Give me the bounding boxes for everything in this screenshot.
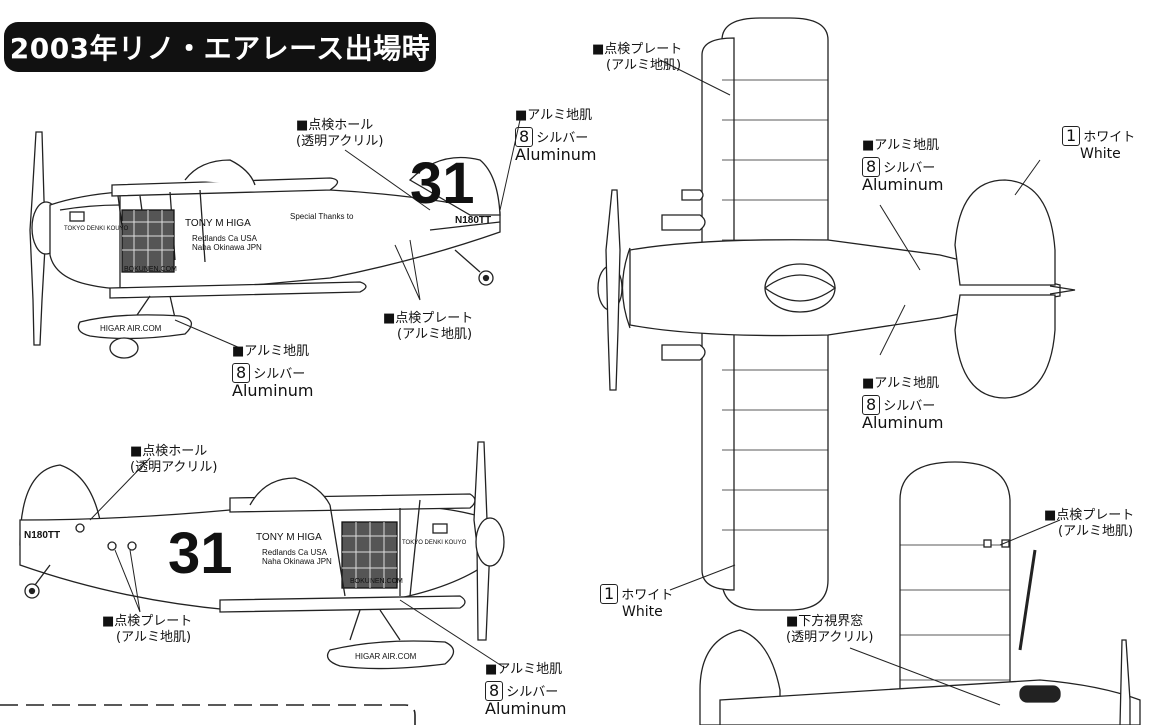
title-badge: 2003年リノ・エアレース出場時 [4,22,436,72]
pilot-name-top: TONY M HIGA [185,218,251,229]
side-view-left-aircraft [29,131,501,359]
sponsor-line1-top: Redlands Ca USA [192,234,257,243]
cowl-text-top: TOKYO DENKI KOUYO [64,226,129,232]
callout-inspection-hole-bottom: ■点検ホール (透明アクリル) [130,444,218,475]
registration-bottom: N180TT [24,530,61,541]
race-number-bottom: 31 [168,521,233,586]
callout-lower-window: ■下方視界窓 (透明アクリル) [786,614,874,645]
wheel-pant-text-bottom: HIGAR AIR.COM [355,652,417,661]
sponsor-line2-top: Naha Okinawa JPN [192,243,262,252]
bottom-view-aircraft [699,461,1141,725]
sponsor-title-top: Special Thanks to [290,212,354,221]
sponsor-line1-bottom: Redlands Ca USA [262,548,327,557]
fuselage-text-bottom: BOKUNEN.COM [350,578,403,585]
top-view-aircraft [597,17,1076,611]
callout-inspection-hole-top: ■点検ホール (透明アクリル) [296,118,384,149]
page-title: 2003年リノ・エアレース出場時 [9,32,431,65]
leader-lines [89,59,1061,706]
registration-top: N180TT [455,215,492,226]
pilot-name-bottom: TONY M HIGA [256,532,322,543]
side-view-right-aircraft [19,441,505,670]
sponsor-line2-bottom: Naha Okinawa JPN [262,557,332,566]
race-number-top: 31 [410,151,475,216]
fuselage-text-top: BOKUNEN.COM [124,266,177,273]
cowl-text-bottom: TOKYO DENKI KOUYO [402,540,467,546]
callout-inspection-plate-bottom: ■点検プレート (アルミ地肌) [102,614,193,645]
callout-inspection-plate-wing: ■点検プレート (アルミ地肌) [592,42,683,73]
callout-inspection-plate-top: ■点検プレート (アルミ地肌) [383,311,474,342]
callout-inspection-plate-bottom-right: ■点検プレート (アルミ地肌) [1044,508,1135,539]
wheel-pant-text-top: HIGAR AIR.COM [100,324,162,333]
